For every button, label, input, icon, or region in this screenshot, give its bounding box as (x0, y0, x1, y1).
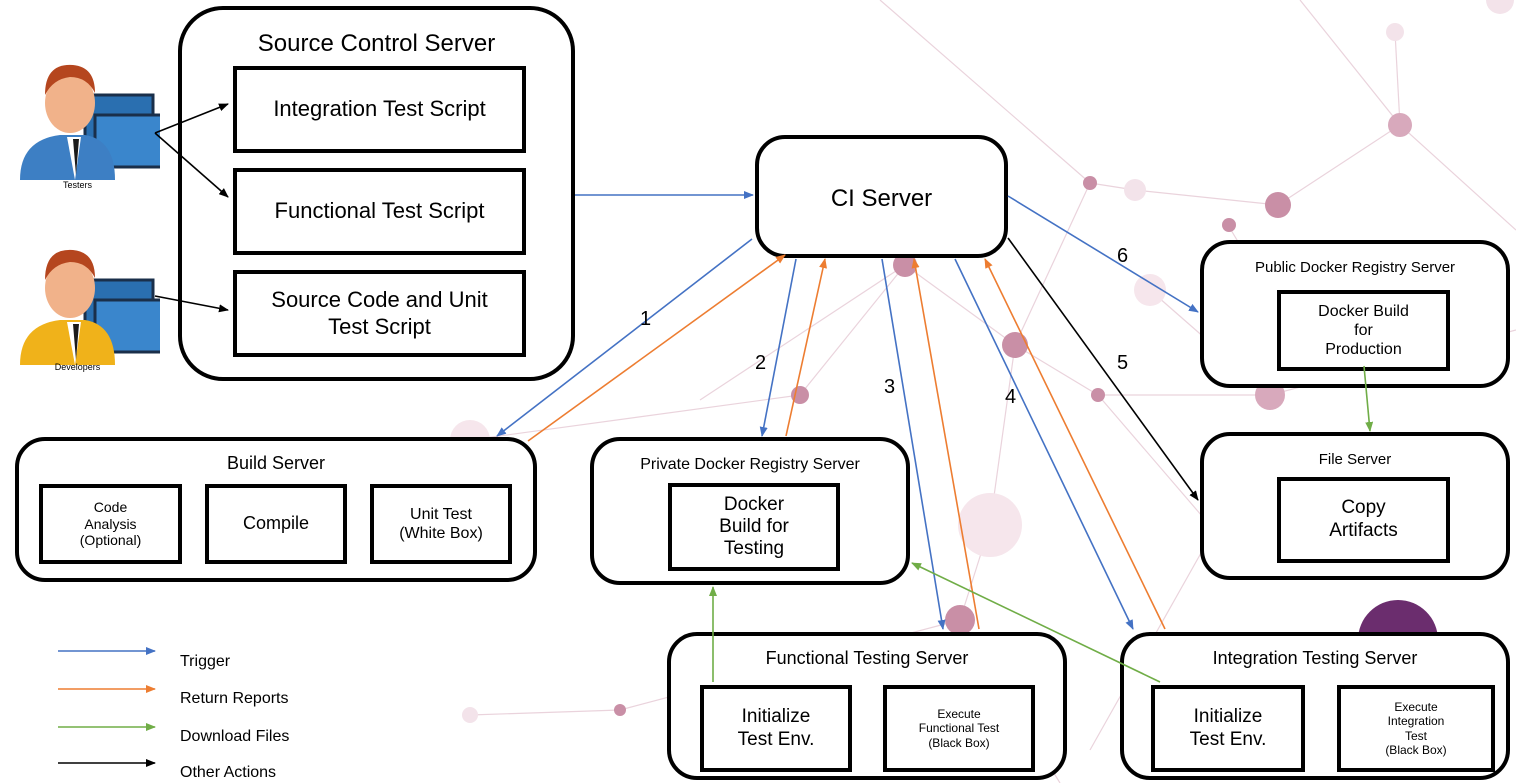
legend-other-label: Other Actions (180, 764, 277, 781)
functional-testing-server: Functional Testing Server Initialize Tes… (667, 632, 1067, 780)
docker-build-testing-box: Docker Build for Testing (668, 483, 840, 571)
ci-to-integration-trigger-arrow (954, 258, 1134, 630)
ci-to-functional-trigger-arrow (881, 258, 946, 630)
file-server-title: File Server (1318, 451, 1392, 468)
ci-to-file-server-arrow (1007, 237, 1199, 501)
legend-download-label: Download Files (180, 728, 290, 745)
private-docker-registry-server: Private Docker Registry Server Docker Bu… (590, 437, 910, 585)
step-number-4: 4 (1005, 386, 1017, 408)
ci-server: CI Server (755, 135, 1008, 258)
integration-init-download-arrow (911, 562, 1161, 683)
file-server: File Server Copy Artifacts (1200, 432, 1510, 580)
tester-to-functional-arrow (154, 132, 229, 198)
testers-label: Testers (62, 180, 92, 190)
build-server-title: Build Server (226, 453, 326, 473)
public-registry-title: Public Docker Registry Server (1254, 259, 1456, 276)
build-server: Build Server Code Analysis (Optional) Co… (15, 437, 537, 582)
integration-to-ci-report-arrow (984, 258, 1166, 630)
testers-actor: Testers (15, 55, 160, 190)
tester-to-integration-arrow (154, 103, 229, 134)
functional-test-script-box: Functional Test Script (233, 168, 526, 255)
functional-execute-box: Execute Functional Test (Black Box) (883, 685, 1035, 772)
docker-build-production-box: Docker Build for Production (1277, 290, 1450, 371)
private-registry-title: Private Docker Registry Server (640, 456, 860, 473)
tester-person-icon (20, 64, 160, 180)
developers-actor: Developers (15, 245, 160, 375)
step-number-3: 3 (884, 376, 896, 398)
integration-test-script-box: Integration Test Script (233, 66, 526, 153)
ci-to-public-registry-arrow (1007, 195, 1199, 313)
ci-server-title: CI Server (830, 185, 933, 212)
copy-artifacts-box: Copy Artifacts (1277, 477, 1450, 563)
step-number-5: 5 (1117, 352, 1129, 374)
developers-label: Developers (54, 362, 101, 372)
source-control-server: Source Control Server Integration Test S… (178, 6, 575, 381)
source-control-title: Source Control Server (257, 30, 496, 57)
private-registry-to-ci-report-arrow (785, 258, 827, 437)
ci-to-build-trigger-arrow (496, 238, 753, 437)
step-number-6: 6 (1117, 245, 1129, 267)
public-to-file-download-arrow (1363, 365, 1374, 432)
developer-person-icon (20, 249, 160, 365)
integration-testing-server: Integration Testing Server Initialize Te… (1120, 632, 1510, 780)
step-number-2: 2 (755, 352, 767, 374)
legend-trigger-label: Trigger (180, 653, 231, 670)
build-to-ci-report-arrow (527, 254, 786, 442)
code-analysis-box: Code Analysis (Optional) (39, 484, 182, 564)
integration-execute-box: Execute Integration Test (Black Box) (1337, 685, 1495, 772)
functional-to-ci-report-arrow (911, 258, 980, 630)
functional-initialize-box: Initialize Test Env. (700, 685, 852, 772)
compile-box: Compile (205, 484, 347, 564)
integration-testing-title: Integration Testing Server (1212, 648, 1418, 668)
ci-to-private-registry-trigger-arrow (759, 258, 797, 437)
unit-test-box: Unit Test (White Box) (370, 484, 512, 564)
integration-initialize-box: Initialize Test Env. (1151, 685, 1305, 772)
functional-testing-title: Functional Testing Server (765, 648, 969, 668)
developer-to-source-arrow (154, 295, 229, 313)
step-number-1: 1 (640, 308, 652, 330)
public-docker-registry-server: Public Docker Registry Server Docker Bui… (1200, 240, 1510, 388)
source-code-unit-test-box: Source Code and Unit Test Script (233, 270, 526, 357)
legend-return-label: Return Reports (180, 690, 289, 707)
